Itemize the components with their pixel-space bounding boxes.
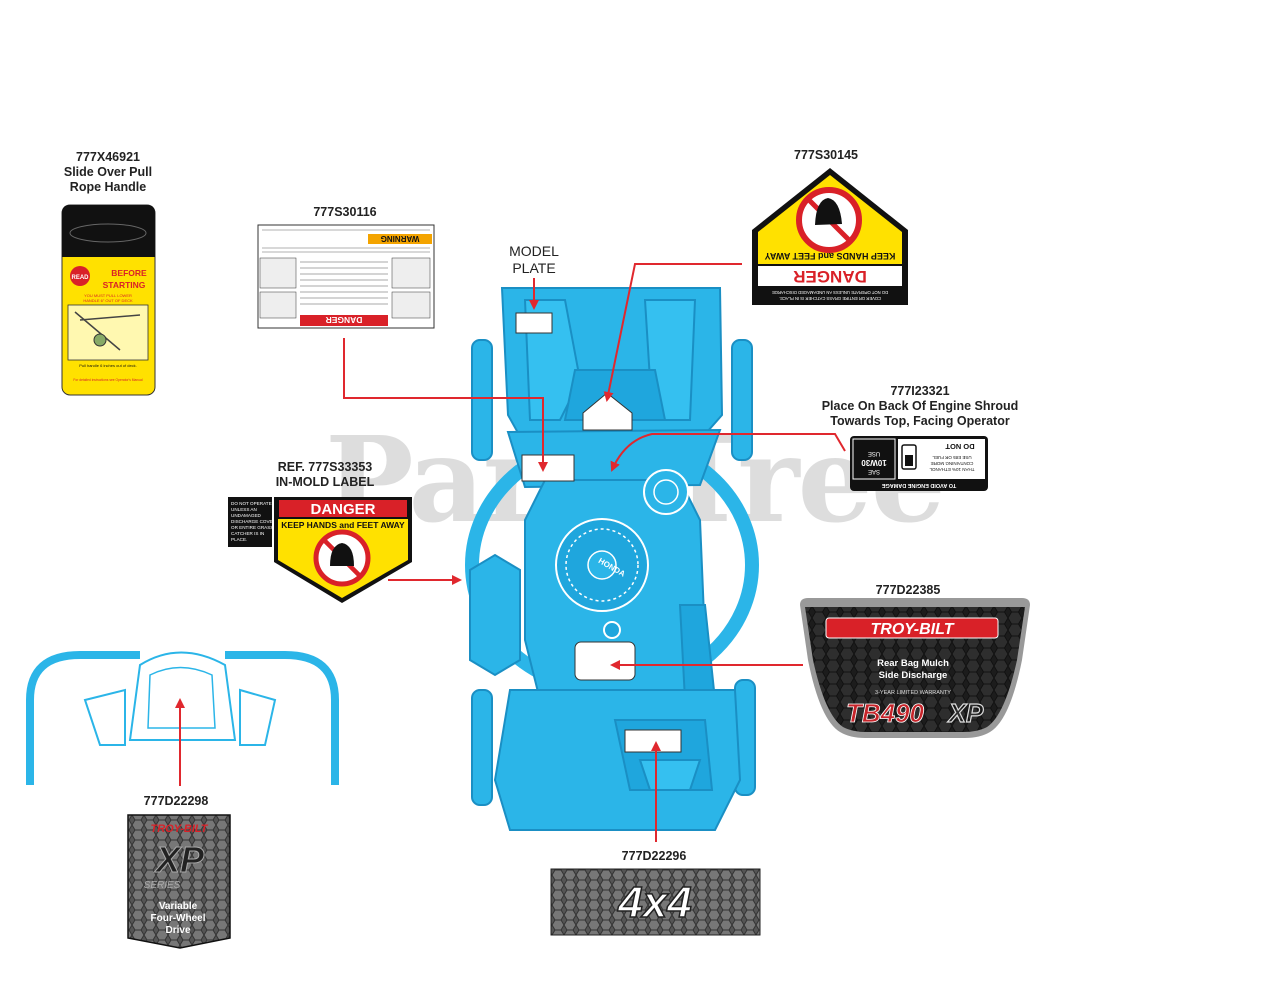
model-plate-blank [515, 312, 553, 334]
svg-text:USE: USE [868, 450, 880, 456]
wheel-rear-right [731, 339, 753, 461]
svg-text:DO NOT OPERATE UNLESS AN UNDAM: DO NOT OPERATE UNLESS AN UNDAMAGED DISCH… [772, 290, 888, 295]
svg-text:DISCHARGE COVER: DISCHARGE COVER [231, 519, 277, 524]
svg-text:WARNING: WARNING [381, 234, 420, 243]
label-777S30116: 777S30116 [295, 205, 395, 220]
label-777I23321: 777I23321 Place On Back Of Engine Shroud… [800, 384, 1040, 429]
part-description: Towards Top, Facing Operator [830, 414, 1010, 428]
svg-text:Drive: Drive [165, 925, 190, 936]
decal-777D22296: 4x4 [550, 868, 761, 936]
svg-text:PLACE.: PLACE. [231, 537, 247, 542]
svg-text:XP: XP [947, 698, 984, 728]
label-777D22298: 777D22298 [126, 794, 226, 809]
svg-text:UNDAMAGED: UNDAMAGED [231, 513, 262, 518]
svg-text:Pull handle 6 inches out of de: Pull handle 6 inches out of deck. [79, 363, 137, 368]
part-description: Slide Over Pull [63, 165, 153, 179]
svg-text:UNLESS AN: UNLESS AN [231, 507, 257, 512]
svg-text:Four-Wheel: Four-Wheel [151, 913, 206, 924]
svg-text:TROY-BILT: TROY-BILT [871, 621, 955, 638]
svg-text:Rear Bag Mulch: Rear Bag Mulch [877, 658, 949, 669]
label-777D22296: 777D22296 [604, 849, 704, 864]
troybilt-blank [574, 641, 636, 681]
part-number: 777S30116 [313, 205, 377, 219]
svg-text:DANGER: DANGER [326, 315, 363, 325]
arrow-777S30116 [343, 338, 548, 472]
part-number: 777X46921 [76, 150, 140, 164]
danger-blank [582, 392, 633, 431]
svg-text:DO NOT: DO NOT [945, 442, 975, 451]
svg-text:SAE: SAE [868, 468, 880, 474]
side-discharge [469, 553, 521, 677]
part-number: 777D22296 [621, 849, 687, 863]
label-model-plate: MODEL PLATE [509, 243, 559, 276]
arrow-777I23321 [610, 433, 846, 472]
svg-text:CATCHER IS IN: CATCHER IS IN [231, 531, 264, 536]
part-number: 777S30145 [794, 148, 858, 162]
svg-text:DO NOT OPERATE: DO NOT OPERATE [231, 501, 272, 506]
svg-text:10W30: 10W30 [861, 458, 887, 467]
4x4-blank [624, 729, 682, 753]
svg-text:3-YEAR LIMITED WARRANTY: 3-YEAR LIMITED WARRANTY [875, 690, 951, 696]
decal-777S30145: KEEP HANDS and FEET AWAY DANGER DO NOT O… [752, 168, 908, 305]
svg-text:XP: XP [154, 839, 205, 880]
svg-text:OR ENTIRE GRASS: OR ENTIRE GRASS [231, 525, 273, 530]
part-number: 777D22385 [875, 583, 941, 597]
mower-handle [26, 651, 339, 785]
svg-text:THAN 10% ETHANOL: THAN 10% ETHANOL [929, 467, 975, 472]
decal-777S30116: WARNING DANGER [257, 224, 435, 329]
part-number: REF. 777S33353 [277, 460, 373, 474]
wheel-front-left [471, 689, 493, 806]
part-number: 777I23321 [890, 384, 950, 398]
decal-777I23321: USE 10W30 SAE DO NOT USE E85 OR FUEL CON… [850, 436, 988, 491]
svg-text:TB490: TB490 [846, 698, 925, 728]
decal-777X46921: READ BEFORE STARTING YOU MUST PULL LOWER… [61, 204, 156, 396]
svg-text:DANGER: DANGER [793, 267, 867, 286]
label-777S33353: REF. 777S33353 IN-MOLD LABEL [260, 460, 390, 490]
fuel-cap [643, 469, 689, 515]
decal-777S33353: DO NOT OPERATE UNLESS AN UNDAMAGED DISCH… [228, 497, 412, 603]
warning-blank [521, 454, 575, 482]
svg-text:SERIES: SERIES [144, 880, 181, 891]
decal-777D22298: TROY-BILT XP SERIES Variable Four-Wheel … [127, 814, 231, 949]
svg-text:YOU MUST PULL LOWER: YOU MUST PULL LOWER [84, 293, 132, 298]
svg-text:TO AVOID ENGINE DAMAGE: TO AVOID ENGINE DAMAGE [881, 482, 956, 488]
part-description: Place On Back Of Engine Shroud [821, 399, 1019, 413]
label-777S30145: 777S30145 [776, 148, 876, 163]
svg-text:KEEP HANDS and FEET AWAY: KEEP HANDS and FEET AWAY [281, 520, 405, 530]
read-text: READ [71, 275, 89, 281]
svg-text:STARTING: STARTING [103, 280, 146, 290]
part-description: IN-MOLD LABEL [275, 475, 375, 489]
decal-777D22385: TROY-BILT Rear Bag Mulch Side Discharge … [800, 598, 1030, 738]
svg-text:BEFORE: BEFORE [111, 268, 147, 278]
svg-text:KEEP HANDS and FEET AWAY: KEEP HANDS and FEET AWAY [765, 251, 896, 261]
svg-text:Variable: Variable [159, 901, 198, 912]
label-777D22385: 777D22385 [858, 583, 958, 598]
svg-text:HANDLE 6" OUT OF DECK: HANDLE 6" OUT OF DECK [83, 298, 133, 303]
svg-text:For detailed instructions see: For detailed instructions see Operator's… [73, 378, 142, 382]
mower-body [465, 287, 759, 831]
label-777X46921: 777X46921 Slide Over Pull Rope Handle [48, 150, 168, 195]
svg-text:COVER OR ENTIRE GRASS CATCHER: COVER OR ENTIRE GRASS CATCHER IS IN PLAC… [779, 296, 881, 301]
part-number: 777D22298 [143, 794, 209, 808]
svg-text:CONTAINING MORE: CONTAINING MORE [931, 461, 974, 466]
svg-text:4x4: 4x4 [617, 878, 691, 927]
part-description: Rope Handle [69, 180, 147, 194]
svg-text:USE E85 OR FUEL: USE E85 OR FUEL [932, 455, 972, 460]
arrow-777S30145 [603, 263, 742, 402]
leader-arrows [175, 263, 846, 842]
wheel-rear-left [471, 339, 493, 461]
svg-text:Side Discharge: Side Discharge [879, 670, 948, 681]
svg-text:DANGER: DANGER [310, 501, 375, 518]
svg-text:TROY-BILT: TROY-BILT [150, 823, 208, 835]
